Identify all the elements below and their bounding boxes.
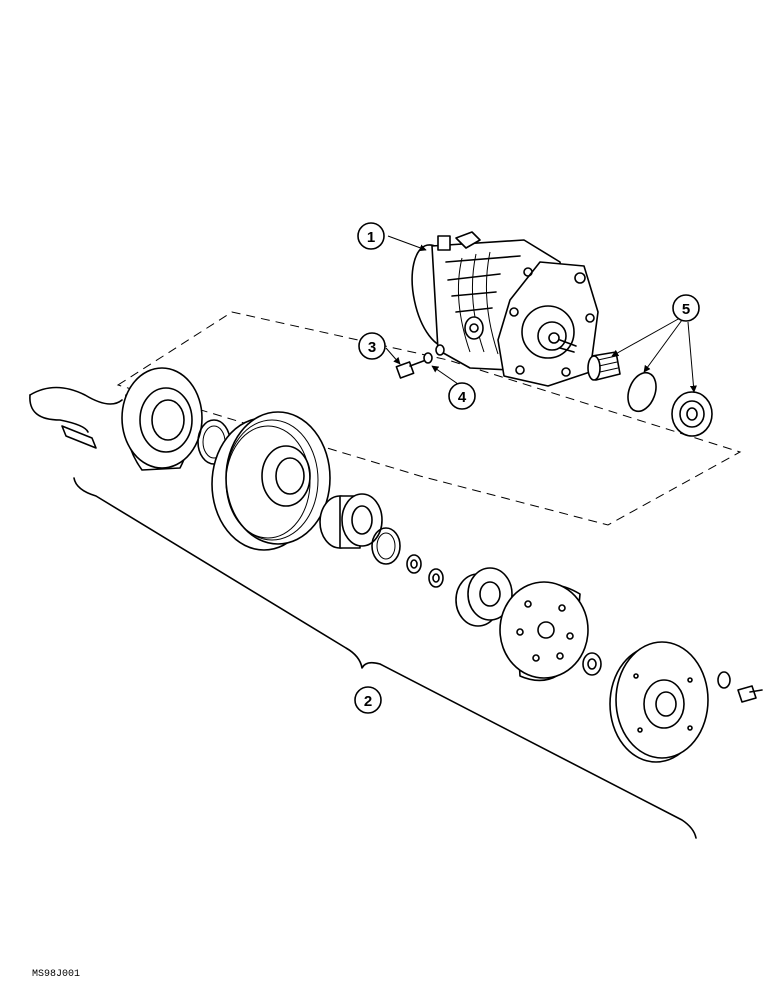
washer-part-4 xyxy=(423,352,433,364)
leader-1 xyxy=(387,235,427,252)
seal-part-5a xyxy=(587,351,621,381)
bolt-washer xyxy=(717,671,731,689)
callout-4-label: 4 xyxy=(458,389,467,406)
callout-5-label: 5 xyxy=(682,301,690,318)
o-ring-part-5 xyxy=(627,371,657,413)
shaft-nut xyxy=(582,652,602,676)
snap-ring-2 xyxy=(371,527,401,565)
hub-cup xyxy=(455,567,513,627)
dashed-assembly-outline xyxy=(116,311,742,526)
washer-small-2 xyxy=(428,568,444,588)
front-plate xyxy=(609,641,709,763)
callout-4: 4 xyxy=(448,382,476,410)
pulley xyxy=(211,411,331,551)
leader-4 xyxy=(431,365,459,385)
callout-1: 1 xyxy=(357,222,385,250)
callout-3-label: 3 xyxy=(368,339,376,356)
seal-part-5b xyxy=(671,391,713,437)
callout-2: 2 xyxy=(354,686,382,714)
washer-small-1 xyxy=(406,554,422,574)
figure-code: MS98J001 xyxy=(32,969,80,980)
callout-3: 3 xyxy=(358,332,386,360)
group-bracket xyxy=(73,477,697,839)
callout-5: 5 xyxy=(672,294,700,322)
bearing xyxy=(319,493,383,549)
leader-3 xyxy=(385,347,401,365)
callout-2-label: 2 xyxy=(364,693,372,710)
screw-part-3 xyxy=(395,359,427,379)
bolt xyxy=(737,685,763,703)
leader-5a xyxy=(611,317,681,357)
compressor xyxy=(411,231,599,387)
callout-1-label: 1 xyxy=(367,229,375,246)
armature-plate xyxy=(499,581,589,682)
field-coil xyxy=(29,367,203,471)
leader-5b xyxy=(643,319,683,373)
leader-5c xyxy=(687,321,697,393)
